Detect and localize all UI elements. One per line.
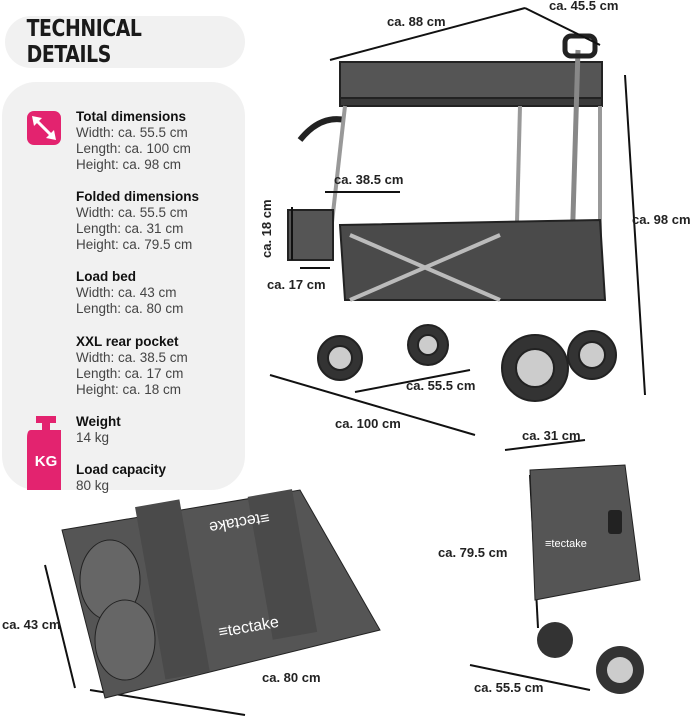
spec-line: Height: ca. 79.5 cm [76, 237, 193, 252]
spec-line: 80 kg [76, 478, 110, 493]
dim-top-length: ca. 88 cm [387, 14, 446, 29]
spec-folded-dimensions: Folded dimensions Width: ca. 55.5 cm Len… [76, 189, 199, 253]
spec-heading: Folded dimensions [76, 189, 200, 204]
title-pill: TECHNICAL DETAILS [5, 16, 245, 68]
dim-pocket-height: ca. 18 cm [259, 199, 274, 258]
spec-line: Length: ca. 17 cm [76, 366, 184, 381]
dim-folded-height: ca. 79.5 cm [438, 545, 508, 560]
dim-bed-width: ca. 43 cm [2, 617, 61, 632]
kg-weight-icon: KG [27, 416, 65, 490]
spec-heading: Load bed [76, 269, 136, 284]
spec-heading: Load capacity [76, 462, 167, 477]
spec-line: Width: ca. 55.5 cm [76, 125, 188, 140]
spec-line: Height: ca. 98 cm [76, 157, 182, 172]
dim-width: ca. 55.5 cm [406, 378, 476, 393]
spec-line: Length: ca. 80 cm [76, 301, 184, 316]
dim-bed-length: ca. 80 cm [262, 670, 321, 685]
spec-line: Width: ca. 38.5 cm [76, 350, 188, 365]
brand-logo: ≡tectake [545, 538, 587, 550]
page-title: TECHNICAL DETAILS [26, 16, 142, 68]
diagonal-arrows-icon [27, 111, 61, 145]
svg-text:KG: KG [35, 453, 58, 470]
spec-line: Width: ca. 55.5 cm [76, 205, 188, 220]
dim-pocket-width: ca. 38.5 cm [334, 172, 404, 187]
spec-rear-pocket: XXL rear pocket Width: ca. 38.5 cm Lengt… [76, 334, 188, 398]
spec-heading: Total dimensions [76, 109, 187, 124]
dim-folded-length: ca. 31 cm [522, 428, 581, 443]
dim-length: ca. 100 cm [335, 416, 401, 431]
dim-top-width: ca. 45.5 cm [549, 0, 619, 13]
spec-line: Length: ca. 100 cm [76, 141, 191, 156]
folded-wagon-illustration: ≡tectake [529, 464, 644, 694]
load-bed-illustration: ≡tectake ≡tectake [61, 489, 381, 699]
spec-load-capacity: Load capacity 80 kg [76, 462, 166, 494]
dim-folded-width: ca. 55.5 cm [474, 680, 544, 695]
spec-weight: Weight 14 kg [76, 414, 121, 446]
spec-line: Width: ca. 43 cm [76, 285, 177, 300]
wagon-illustration [287, 33, 617, 402]
spec-total-dimensions: Total dimensions Width: ca. 55.5 cm Leng… [76, 109, 191, 173]
spec-line: Height: ca. 18 cm [76, 382, 182, 397]
dim-pocket-length: ca. 17 cm [267, 277, 326, 292]
spec-load-bed: Load bed Width: ca. 43 cm Length: ca. 80… [76, 269, 183, 317]
spec-line: Length: ca. 31 cm [76, 221, 184, 236]
dim-height: ca. 98 cm [632, 212, 691, 227]
spec-heading: XXL rear pocket [76, 334, 179, 349]
spec-line: 14 kg [76, 430, 110, 445]
spec-heading: Weight [76, 414, 121, 429]
